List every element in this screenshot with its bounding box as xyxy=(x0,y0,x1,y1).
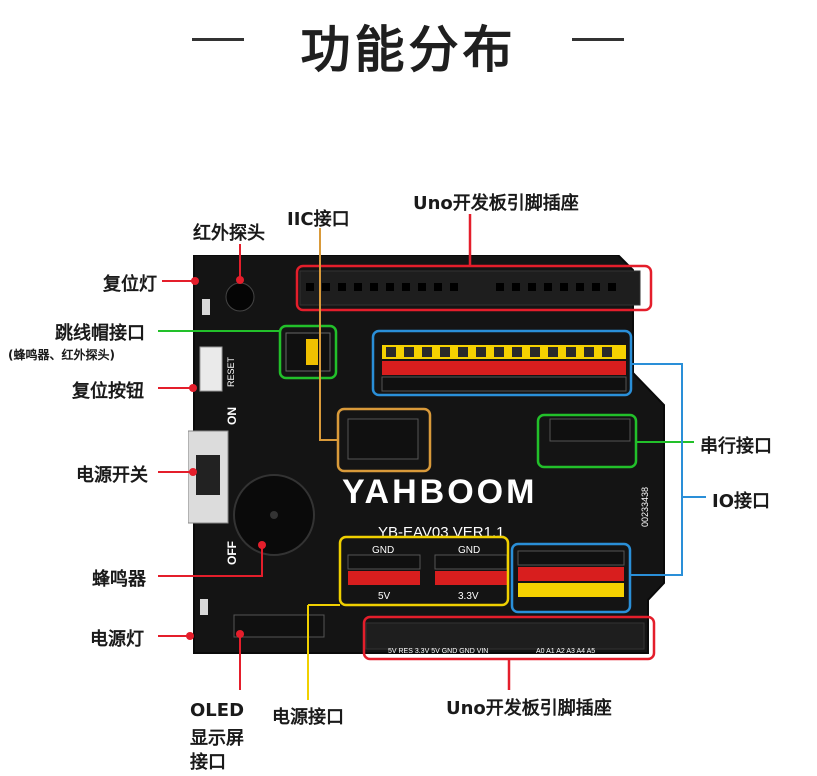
serial-no-silk: 00233438 xyxy=(640,487,650,527)
label-uno-header-top: Uno开发板引脚插座 xyxy=(413,193,579,214)
brand-silk: YAHBOOM xyxy=(342,473,537,511)
label-oled-line2: 显示屏 xyxy=(190,728,244,749)
label-ir-sensor: 红外探头 xyxy=(193,223,265,244)
callout-box-jumper xyxy=(278,324,338,380)
label-oled-line1: OLED xyxy=(190,700,245,721)
svg-text:RESET: RESET xyxy=(226,356,236,387)
label-power-port: 电源接口 xyxy=(272,707,344,728)
svg-text:5V RES 3.3V 5V GND GND VIN: 5V RES 3.3V 5V GND GND VIN xyxy=(388,648,488,655)
label-jumper-note: (蜂鸣器、红外探头) xyxy=(8,348,115,362)
label-iic: IIC接口 xyxy=(287,209,350,230)
top-header-holes xyxy=(306,283,616,291)
power-switch-slider xyxy=(196,455,220,495)
bottom-header xyxy=(365,622,645,650)
jumper-cap xyxy=(306,339,318,365)
svg-text:A0 A1 A2 A3 A4 A5: A0 A1 A2 A3 A4 A5 xyxy=(536,648,595,655)
label-io: IO接口 xyxy=(712,491,770,512)
title-dash-left xyxy=(192,38,244,41)
label-power-led: 电源灯 xyxy=(90,629,144,650)
svg-text:GND: GND xyxy=(458,545,480,556)
svg-text:5V: 5V xyxy=(378,591,391,602)
power-block-5v: GND 5V xyxy=(347,545,421,602)
io-pin-block-top xyxy=(381,345,627,392)
reset-button-body xyxy=(199,346,223,392)
callout-box-power xyxy=(338,535,510,607)
label-uno-header-bottom: Uno开发板引脚插座 xyxy=(446,698,612,719)
label-reset-led: 复位灯 xyxy=(103,274,157,295)
reset-led xyxy=(202,299,210,315)
io-pin-block-analog xyxy=(517,550,625,597)
oled-header xyxy=(233,614,325,638)
callout-box-iic xyxy=(336,407,432,473)
svg-text:ON: ON xyxy=(225,407,239,425)
label-power-switch: 电源开关 xyxy=(76,465,148,486)
power-block-3v3: GND 3.3V xyxy=(434,545,508,602)
svg-text:OFF: OFF xyxy=(225,541,239,565)
callout-box-io-bottom xyxy=(510,542,632,614)
callout-box-uno-bottom xyxy=(362,615,656,661)
power-led xyxy=(200,599,208,615)
label-jumper: 跳线帽接口 xyxy=(55,323,145,344)
title-dash-right xyxy=(572,38,624,41)
page-title: 功能分布 xyxy=(300,21,517,79)
callout-box-serial xyxy=(536,413,638,469)
iic-header xyxy=(347,418,419,460)
svg-text:3.3V: 3.3V xyxy=(458,591,479,602)
label-serial: 串行接口 xyxy=(700,436,772,457)
label-reset-button: 复位按钮 xyxy=(72,381,144,402)
callout-box-io-top xyxy=(371,329,633,397)
label-oled-line3: 接口 xyxy=(190,752,226,773)
page-header: 功能分布 xyxy=(0,4,817,79)
svg-text:GND: GND xyxy=(372,545,394,556)
label-buzzer: 蜂鸣器 xyxy=(92,569,146,590)
callout-box-uno-top xyxy=(295,264,653,312)
serial-header xyxy=(549,418,631,442)
